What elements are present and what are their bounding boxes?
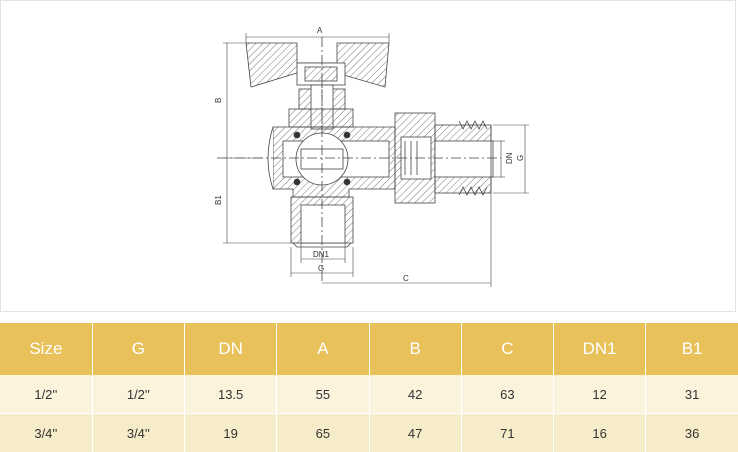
cell-a: 55: [277, 375, 369, 414]
technical-drawing-panel: A B B1 DN G DN1 G C: [0, 0, 736, 312]
dim-label-a: A: [317, 26, 323, 35]
cell-size: 1/2'': [0, 375, 92, 414]
cell-b1: 31: [646, 375, 738, 414]
table-header-row: Size G DN A B C DN1 B1: [0, 323, 738, 375]
header-g: G: [92, 323, 184, 375]
cell-g: 3/4'': [92, 414, 184, 452]
valve-technical-drawing: A B B1 DN G DN1 G C: [1, 1, 737, 313]
dim-label-b1: B1: [214, 195, 223, 205]
header-dn1: DN1: [554, 323, 646, 375]
cell-c: 71: [461, 414, 553, 452]
cell-a: 65: [277, 414, 369, 452]
dim-label-b: B: [214, 98, 223, 103]
cell-c: 63: [461, 375, 553, 414]
valve-body-outline: [217, 37, 501, 283]
cell-dn: 13.5: [185, 375, 277, 414]
specification-table: Size G DN A B C DN1 B1 1/2'' 1/2'' 13.5 …: [0, 323, 738, 452]
dim-label-g-right: G: [516, 155, 525, 161]
cell-dn1: 12: [554, 375, 646, 414]
cell-b1: 36: [646, 414, 738, 452]
cell-g: 1/2'': [92, 375, 184, 414]
header-size: Size: [0, 323, 92, 375]
dim-label-dn: DN: [505, 152, 514, 164]
header-dn: DN: [185, 323, 277, 375]
header-b: B: [369, 323, 461, 375]
cell-b: 47: [369, 414, 461, 452]
dim-label-c: C: [403, 274, 409, 283]
dim-label-dn1: DN1: [313, 250, 330, 259]
dim-label-g-bottom: G: [318, 264, 324, 273]
cell-b: 42: [369, 375, 461, 414]
cell-size: 3/4'': [0, 414, 92, 452]
table-row: 1/2'' 1/2'' 13.5 55 42 63 12 31: [0, 375, 738, 414]
header-a: A: [277, 323, 369, 375]
cell-dn1: 16: [554, 414, 646, 452]
cell-dn: 19: [185, 414, 277, 452]
header-b1: B1: [646, 323, 738, 375]
header-c: C: [461, 323, 553, 375]
table-row: 3/4'' 3/4'' 19 65 47 71 16 36: [0, 414, 738, 452]
